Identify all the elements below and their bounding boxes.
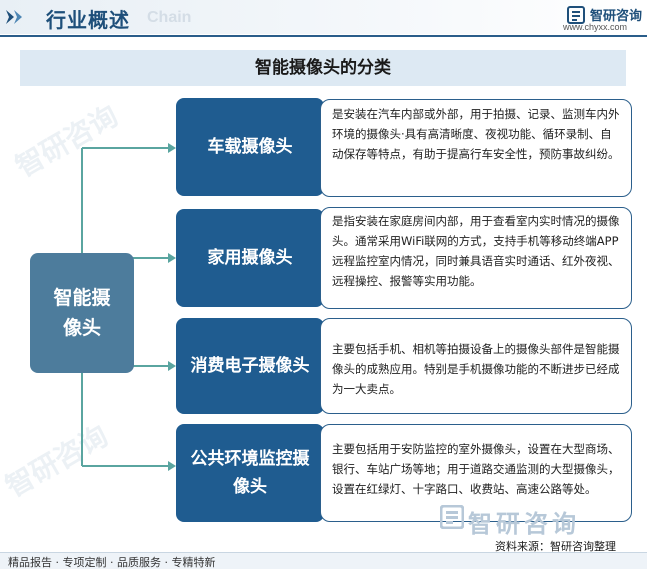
category-description: 主要包括用于安防监控的室外摄像头，设置在大型商场、银行、车站广场等地；用于道路交… bbox=[320, 424, 632, 522]
header-bar bbox=[0, 0, 647, 34]
brand-watermark-logo-icon bbox=[440, 505, 464, 529]
category-node: 公共环境监控摄像头 bbox=[176, 424, 324, 522]
category-description: 是安装在汽车内部或外部，用于拍摄、记录、监测车内外环境的摄像头·具有高清晰度、夜… bbox=[320, 99, 632, 197]
root-label: 智能摄像头 bbox=[53, 287, 111, 339]
category-label: 消费电子摄像头 bbox=[190, 356, 310, 376]
double-chevron-icon bbox=[6, 10, 22, 24]
category-node: 车载摄像头 bbox=[176, 98, 324, 196]
source-note: 资料来源：智研咨询整理 bbox=[495, 540, 616, 553]
brand-watermark: 智研咨询 bbox=[468, 510, 580, 538]
brand-logo-icon bbox=[567, 6, 585, 24]
root-node: 智能摄像头 bbox=[30, 253, 134, 373]
arrow-head bbox=[168, 143, 176, 153]
brand-name: 智研咨询 bbox=[590, 9, 643, 24]
header-divider bbox=[0, 35, 647, 37]
footer-divider bbox=[0, 552, 647, 553]
category-description: 主要包括手机、相机等拍摄设备上的摄像头部件是智能摄像头的成熟应用。特别是手机摄像… bbox=[320, 318, 632, 414]
arrow-head bbox=[168, 461, 176, 471]
category-description: 是指安装在家庭房间内部，用于查看室内实时情况的摄像头。通常采用WiFi联网的方式… bbox=[320, 207, 632, 309]
category-label: 公共环境监控摄像头 bbox=[190, 449, 310, 497]
section-subtitle: Chain bbox=[147, 9, 192, 26]
diagram-title: 智能摄像头的分类 bbox=[20, 50, 626, 86]
arrow-head bbox=[168, 361, 176, 371]
arrow-head bbox=[168, 253, 176, 263]
category-label: 车载摄像头 bbox=[207, 137, 293, 157]
footer-tagline: 精品报告 · 专项定制 · 品质服务 · 专精特新 bbox=[8, 556, 216, 569]
category-node: 家用摄像头 bbox=[176, 209, 324, 307]
section-title: 行业概述 bbox=[46, 8, 130, 32]
footer: 精品报告 · 专项定制 · 品质服务 · 专精特新 bbox=[0, 553, 647, 569]
category-label: 家用摄像头 bbox=[207, 248, 293, 268]
brand-url: www.chyxx.com bbox=[563, 22, 628, 32]
category-node: 消费电子摄像头 bbox=[176, 318, 324, 414]
